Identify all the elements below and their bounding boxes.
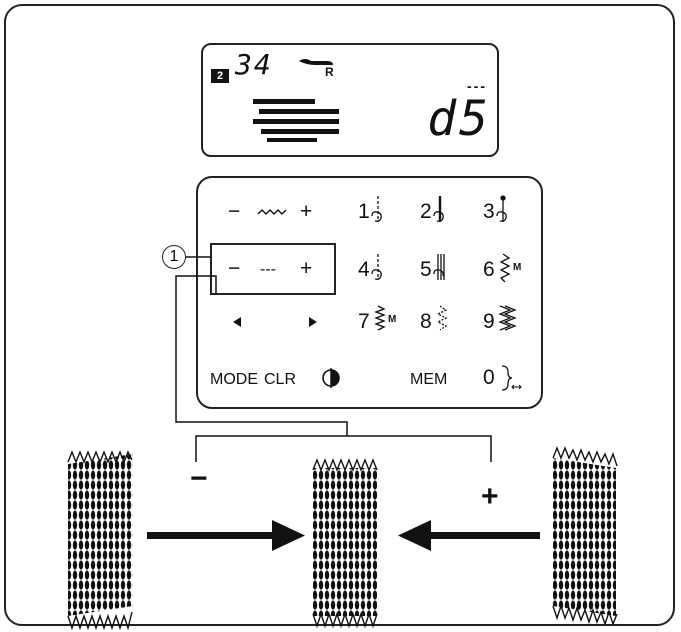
mode-button[interactable]: MODE <box>210 371 258 388</box>
key-7-button[interactable]: 7 <box>358 310 370 333</box>
connector-line <box>175 275 348 436</box>
m-mark: M <box>388 314 397 325</box>
key-3-button[interactable]: 3 <box>483 200 495 223</box>
pattern-number: 34 <box>235 48 273 81</box>
length-minus-button[interactable]: − <box>228 257 241 280</box>
memory-badge: 2 <box>211 69 229 83</box>
adjust-bracket <box>195 435 492 462</box>
presser-foot-icon <box>299 59 333 65</box>
key-8-button[interactable]: 8 <box>420 310 432 333</box>
right-arrow-icon[interactable] <box>308 316 318 328</box>
stretch-stitch-icon <box>433 254 445 280</box>
center-stitch-sample <box>312 458 378 629</box>
left-stitch-sample <box>67 450 133 631</box>
center-needle-icon <box>433 196 444 222</box>
triple-stitch-icon <box>371 254 382 280</box>
key-5-button[interactable]: 5 <box>420 258 432 281</box>
stitch-length-highlight <box>210 243 336 295</box>
buttonhole-icon <box>501 365 513 391</box>
left-arrow-graphic <box>398 520 540 551</box>
mirror-image-icon[interactable] <box>321 368 341 388</box>
foot-label: R <box>325 65 334 79</box>
multi-zigzag-icon <box>436 305 448 331</box>
zigzag-m-icon <box>499 253 511 283</box>
mem-button[interactable]: MEM <box>410 371 448 388</box>
left-needle-icon <box>496 195 507 222</box>
callout-number: 1 <box>162 245 186 269</box>
length-plus-button[interactable]: + <box>300 257 313 280</box>
overlock-icon <box>498 305 517 331</box>
key-9-button[interactable]: 9 <box>483 310 495 333</box>
width-plus-button[interactable]: + <box>300 200 313 223</box>
stitch-length-bars-icon <box>253 99 339 142</box>
key-0-button[interactable]: 0 <box>483 366 495 389</box>
width-minus-button[interactable]: − <box>228 200 241 223</box>
horizontal-arrows-icon <box>511 384 522 390</box>
left-arrow-icon[interactable] <box>232 316 242 328</box>
m-mark: M <box>513 262 522 273</box>
key-4-button[interactable]: 4 <box>358 258 370 281</box>
zigzag-icon-7 <box>374 305 386 331</box>
key-1-button[interactable]: 1 <box>358 200 370 223</box>
right-stitch-sample <box>552 446 618 627</box>
control-panel <box>196 176 543 409</box>
straight-stitch-icon <box>371 196 382 222</box>
illustration-frame <box>4 4 675 626</box>
code-dashes: --- <box>467 78 487 94</box>
mode-code: d5 <box>427 91 491 147</box>
key-2-button[interactable]: 2 <box>420 200 432 223</box>
clr-button[interactable]: CLR <box>264 371 297 388</box>
minus-label: − <box>190 462 208 495</box>
right-arrow-graphic <box>147 520 305 551</box>
stitch-length-dashes: --- <box>260 261 276 278</box>
key-6-button[interactable]: 6 <box>483 258 495 281</box>
lcd-display: 2 34 R --- d5 <box>201 43 499 157</box>
plus-label: + <box>481 480 499 513</box>
stitch-width-icon <box>257 209 287 215</box>
